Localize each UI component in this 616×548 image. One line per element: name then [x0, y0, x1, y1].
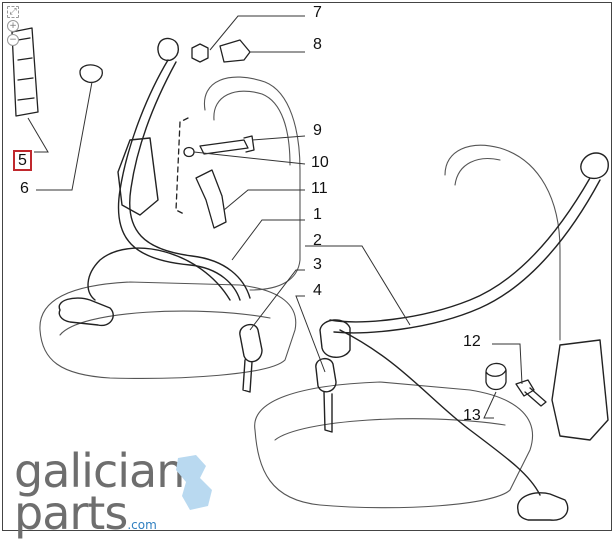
leader-1: [231, 219, 305, 261]
leader-10: [193, 151, 306, 165]
left-seat-backrest: [203, 76, 301, 291]
leader-5: [27, 117, 49, 153]
left-seat-cushion-line: [59, 310, 271, 336]
belt-2-lap-strap: [339, 329, 541, 496]
logo-line2: parts: [14, 486, 128, 540]
belt-1-diagonal-strap: [117, 59, 241, 301]
seat-belt-exploded-diagram: [11, 15, 609, 521]
leader-4: [295, 295, 326, 373]
part-9-bolt: [199, 135, 255, 155]
part-6-anchor-cover: [79, 64, 103, 84]
belt-1-lap-anchor: [58, 297, 114, 327]
callout-13[interactable]: 13: [463, 407, 481, 424]
leader-7: [209, 15, 305, 51]
leader-12: [492, 343, 523, 385]
callout-12[interactable]: 12: [463, 333, 481, 350]
leader-3: [249, 269, 305, 331]
right-seat-back-inner: [454, 158, 501, 186]
leader-13: [483, 391, 497, 419]
callout-3[interactable]: 3: [313, 256, 322, 273]
fit-icon[interactable]: ⤢: [7, 6, 19, 18]
callout-6[interactable]: 6: [20, 180, 29, 197]
part-11-bracket: [195, 169, 227, 229]
callout-2[interactable]: 2: [313, 232, 322, 249]
right-seat-backrest: [444, 144, 561, 341]
callout-8[interactable]: 8: [313, 36, 322, 53]
belt-2-upper-anchor: [580, 152, 609, 180]
zoom-in-icon[interactable]: +: [7, 20, 19, 32]
left-seat-back-inner: [213, 90, 291, 166]
callout-7[interactable]: 7: [313, 4, 322, 21]
callout-11[interactable]: 11: [311, 180, 328, 197]
leader-6: [36, 81, 93, 191]
belt-2-retractor: [551, 339, 609, 441]
logo-line1: galician: [14, 444, 185, 498]
galicianparts-logo: galician parts.com: [14, 448, 185, 548]
belt-1-diagonal-strap-edge: [129, 61, 251, 299]
callout-10[interactable]: 10: [311, 154, 329, 171]
callout-5-selected[interactable]: 5: [13, 150, 32, 171]
belt-2-lap-anchor: [517, 492, 569, 521]
zoom-out-icon[interactable]: −: [7, 34, 19, 46]
belt-1-upper-anchor: [157, 37, 180, 62]
callout-9[interactable]: 9: [313, 122, 322, 139]
part-3-buckle-tongue: [239, 323, 263, 393]
belt-2-guide-loop: [319, 319, 351, 358]
diagram-viewer: ⤢ + − 7 8 9 10 11 1 2 3 4 5 6 12 13 gali…: [2, 2, 612, 536]
callout-leader-lines: [27, 15, 523, 419]
part-8-cap: [219, 39, 251, 63]
part-4-buckle-tongue: [315, 357, 337, 433]
leader-2: [305, 245, 411, 326]
zoom-controls: ⤢ + −: [6, 6, 20, 46]
belt-2-diagonal-strap-edge: [333, 179, 601, 334]
part-10-washer: [183, 146, 195, 158]
part-12-bolt: [515, 379, 547, 407]
right-seat-cushion-line: [274, 418, 506, 441]
logo-line2-wrap: parts.com: [14, 490, 184, 548]
belt-1-retractor: [117, 137, 159, 216]
leader-11: [223, 189, 305, 211]
callout-4[interactable]: 4: [313, 282, 322, 299]
belt-1-lap-strap: [87, 247, 231, 301]
left-seat-cushion: [39, 281, 297, 379]
part-7-nut: [191, 43, 209, 63]
leader-9: [251, 135, 306, 141]
logo-suffix: .com: [127, 518, 157, 532]
guide-bracket: [175, 117, 189, 215]
callout-1[interactable]: 1: [313, 206, 322, 223]
diagram-frame: [2, 2, 612, 531]
belt-2-diagonal-strap: [329, 177, 591, 323]
right-seat-cushion: [254, 381, 534, 509]
part-13-spacer: [485, 362, 507, 391]
part-5-height-adjuster: [11, 27, 39, 117]
